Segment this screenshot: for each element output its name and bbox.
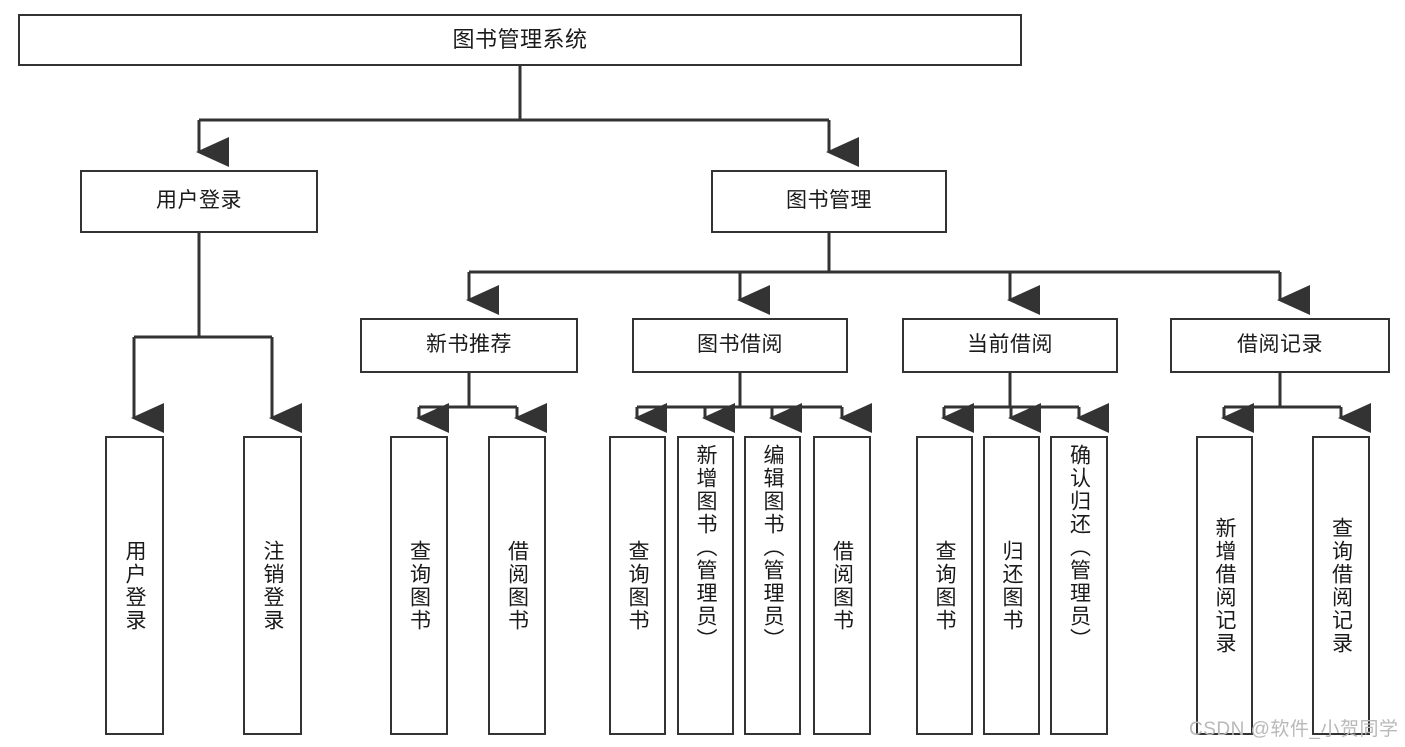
connector-bookborrow-to-leaves [634,373,872,433]
node-book-manage[interactable]: 图书管理 [711,170,947,233]
node-leaf-confirm-return[interactable]: 确认归还（管理员） [1050,436,1108,735]
node-leaf-borrow-book-1[interactable]: 借阅图书 [488,436,546,735]
node-leaf-logout[interactable]: 注销登录 [243,436,302,735]
node-leaf-query-book-1-label: 查询图书 [407,539,431,632]
node-leaf-query-book-1[interactable]: 查询图书 [390,436,448,735]
node-leaf-add-book-label: 新增图书（管理员） [694,444,717,651]
node-new-book-recommend[interactable]: 新书推荐 [360,318,578,373]
connector-borrowrecord-to-leaves [1221,373,1371,433]
node-book-borrow-label: 图书借阅 [697,333,783,357]
node-leaf-return-book[interactable]: 归还图书 [983,436,1040,735]
node-leaf-query-borrow-record[interactable]: 查询借阅记录 [1312,436,1370,735]
node-leaf-logout-label: 注销登录 [261,539,284,632]
node-leaf-edit-book-label: 编辑图书（管理员） [761,444,784,651]
connector-currentborrow-to-leaves [941,373,1109,433]
node-leaf-edit-book[interactable]: 编辑图书（管理员） [744,436,801,735]
connector-userlogin-to-leaves [131,233,302,433]
node-leaf-query-book-2[interactable]: 查询图书 [609,436,666,735]
connector-bookmanage-to-level3 [466,233,1310,315]
node-borrow-record[interactable]: 借阅记录 [1170,318,1390,373]
node-leaf-query-book-2-label: 查询图书 [626,539,649,632]
node-leaf-borrow-book-2-label: 借阅图书 [830,539,854,632]
node-leaf-query-borrow-record-label: 查询借阅记录 [1329,516,1353,655]
node-leaf-add-book[interactable]: 新增图书（管理员） [677,436,734,735]
node-current-borrow[interactable]: 当前借阅 [902,318,1118,373]
node-leaf-return-book-label: 归还图书 [1000,539,1023,632]
node-leaf-user-login-label: 用户登录 [123,539,146,632]
node-book-borrow[interactable]: 图书借阅 [632,318,848,373]
node-user-login[interactable]: 用户登录 [80,170,318,233]
connector-root-to-level2 [196,66,859,167]
node-borrow-record-label: 借阅记录 [1237,333,1323,357]
node-leaf-query-book-3-label: 查询图书 [933,539,956,632]
node-leaf-query-book-3[interactable]: 查询图书 [916,436,973,735]
node-current-borrow-label: 当前借阅 [967,333,1053,357]
node-leaf-user-login[interactable]: 用户登录 [105,436,164,735]
node-leaf-add-borrow-record-label: 新增借阅记录 [1213,516,1236,655]
node-leaf-borrow-book-1-label: 借阅图书 [505,539,529,632]
node-leaf-add-borrow-record[interactable]: 新增借阅记录 [1196,436,1253,735]
node-new-book-recommend-label: 新书推荐 [426,333,512,357]
node-root[interactable]: 图书管理系统 [18,14,1022,66]
node-leaf-confirm-return-label: 确认归还（管理员） [1067,444,1091,651]
node-leaf-borrow-book-2[interactable]: 借阅图书 [813,436,871,735]
connector-newbook-to-leaves [416,373,547,433]
node-user-login-label: 用户登录 [156,189,242,213]
node-root-label: 图书管理系统 [452,27,588,53]
node-book-manage-label: 图书管理 [786,189,872,213]
